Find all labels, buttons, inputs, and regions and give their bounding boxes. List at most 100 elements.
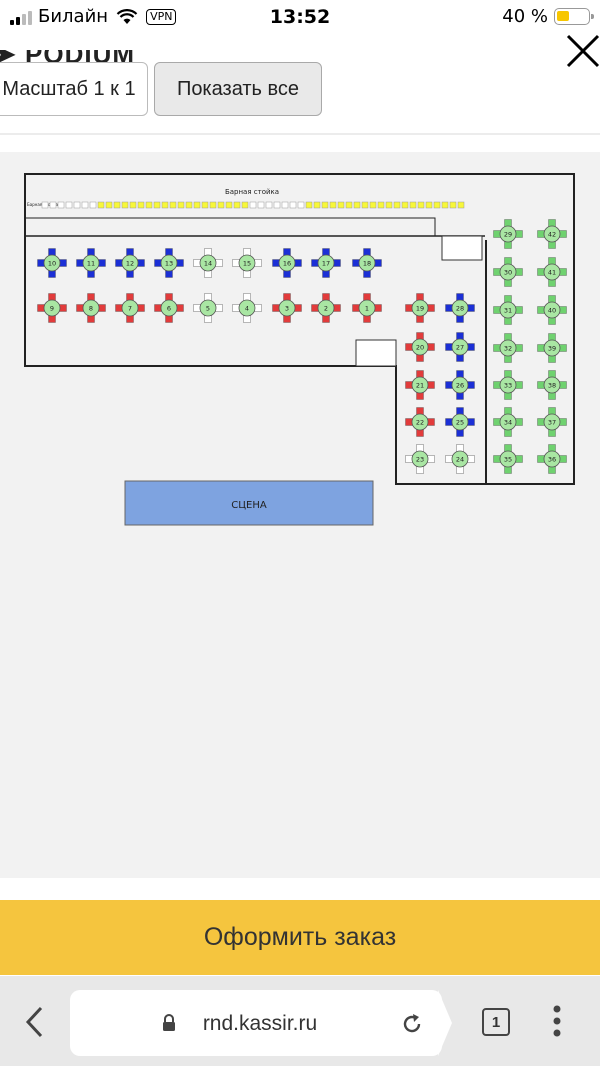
seat[interactable]	[537, 455, 545, 463]
seat[interactable]	[272, 259, 280, 267]
seat[interactable]	[322, 315, 330, 323]
seat[interactable]	[193, 259, 201, 267]
seat[interactable]	[333, 259, 341, 267]
seat[interactable]	[456, 466, 464, 474]
tabs-button[interactable]: 1	[482, 1008, 510, 1036]
seat[interactable]	[204, 270, 212, 278]
bar-seat[interactable]	[217, 201, 225, 209]
close-icon[interactable]	[566, 34, 600, 68]
seat[interactable]	[243, 315, 251, 323]
seat[interactable]	[504, 295, 512, 303]
seat[interactable]	[548, 355, 556, 363]
seat[interactable]	[456, 354, 464, 362]
seat[interactable]	[515, 306, 523, 314]
more-icon[interactable]	[552, 1004, 562, 1038]
bar-seat[interactable]	[113, 201, 121, 209]
bar-seat[interactable]	[401, 201, 409, 209]
seat[interactable]	[537, 306, 545, 314]
seat[interactable]	[283, 270, 291, 278]
seat[interactable]	[322, 293, 330, 301]
seat[interactable]	[445, 343, 453, 351]
address-bar[interactable]: rnd.kassir.ru	[70, 990, 452, 1056]
bar-seat[interactable]	[425, 201, 433, 209]
bar-seat[interactable]	[137, 201, 145, 209]
bar-seat[interactable]	[65, 201, 73, 209]
seat-map-canvas[interactable]: Барная стойка Барная стойка 101112131415…	[0, 152, 600, 878]
bar-seat[interactable]	[345, 201, 353, 209]
bar-seats[interactable]	[41, 201, 465, 209]
seat[interactable]	[59, 304, 67, 312]
scale-1to1-button[interactable]: Масштаб 1 к 1	[0, 62, 148, 116]
seat[interactable]	[537, 230, 545, 238]
seat[interactable]	[232, 259, 240, 267]
bar-seat[interactable]	[145, 201, 153, 209]
seat[interactable]	[456, 332, 464, 340]
bar-seat[interactable]	[41, 201, 49, 209]
bar-seat[interactable]	[449, 201, 457, 209]
bar-seat[interactable]	[353, 201, 361, 209]
seat[interactable]	[272, 304, 280, 312]
seat[interactable]	[515, 344, 523, 352]
seat[interactable]	[493, 381, 501, 389]
seat[interactable]	[548, 295, 556, 303]
bar-seat[interactable]	[89, 201, 97, 209]
bar-seat[interactable]	[265, 201, 273, 209]
seat[interactable]	[405, 455, 413, 463]
seat[interactable]	[537, 418, 545, 426]
seat[interactable]	[416, 466, 424, 474]
seat[interactable]	[59, 259, 67, 267]
seat[interactable]	[363, 248, 371, 256]
bar-seat[interactable]	[361, 201, 369, 209]
seat[interactable]	[416, 332, 424, 340]
checkout-button[interactable]: Оформить заказ	[0, 900, 600, 975]
seat[interactable]	[493, 418, 501, 426]
seat[interactable]	[559, 230, 567, 238]
seat[interactable]	[559, 381, 567, 389]
seat[interactable]	[165, 270, 173, 278]
seat[interactable]	[126, 293, 134, 301]
seat[interactable]	[283, 293, 291, 301]
seat[interactable]	[374, 259, 382, 267]
seat[interactable]	[456, 293, 464, 301]
seat[interactable]	[232, 304, 240, 312]
seat[interactable]	[548, 279, 556, 287]
seat[interactable]	[548, 429, 556, 437]
seat[interactable]	[137, 304, 145, 312]
seat[interactable]	[37, 304, 45, 312]
seat[interactable]	[204, 315, 212, 323]
seat-map[interactable]: Барная стойка Барная стойка 101112131415…	[0, 152, 600, 878]
bar-seat[interactable]	[185, 201, 193, 209]
seat[interactable]	[504, 407, 512, 415]
seat[interactable]	[427, 343, 435, 351]
seat[interactable]	[548, 392, 556, 400]
seat[interactable]	[445, 304, 453, 312]
show-all-button[interactable]: Показать все	[154, 62, 322, 116]
seat[interactable]	[283, 315, 291, 323]
seat[interactable]	[243, 293, 251, 301]
seat[interactable]	[548, 333, 556, 341]
seat[interactable]	[445, 418, 453, 426]
seat[interactable]	[98, 259, 106, 267]
seat[interactable]	[48, 293, 56, 301]
seat[interactable]	[352, 304, 360, 312]
seat[interactable]	[37, 259, 45, 267]
seat[interactable]	[115, 259, 123, 267]
seat[interactable]	[165, 248, 173, 256]
seat[interactable]	[504, 355, 512, 363]
seat[interactable]	[87, 248, 95, 256]
seat[interactable]	[98, 304, 106, 312]
seat[interactable]	[126, 315, 134, 323]
seat[interactable]	[352, 259, 360, 267]
bar-seat[interactable]	[409, 201, 417, 209]
seat[interactable]	[504, 392, 512, 400]
seat[interactable]	[215, 304, 223, 312]
seat[interactable]	[515, 268, 523, 276]
seat[interactable]	[87, 270, 95, 278]
seat[interactable]	[154, 304, 162, 312]
seat[interactable]	[204, 293, 212, 301]
bar-seat[interactable]	[177, 201, 185, 209]
seat[interactable]	[456, 392, 464, 400]
seat[interactable]	[48, 315, 56, 323]
seat[interactable]	[504, 257, 512, 265]
back-icon[interactable]	[24, 1006, 44, 1038]
